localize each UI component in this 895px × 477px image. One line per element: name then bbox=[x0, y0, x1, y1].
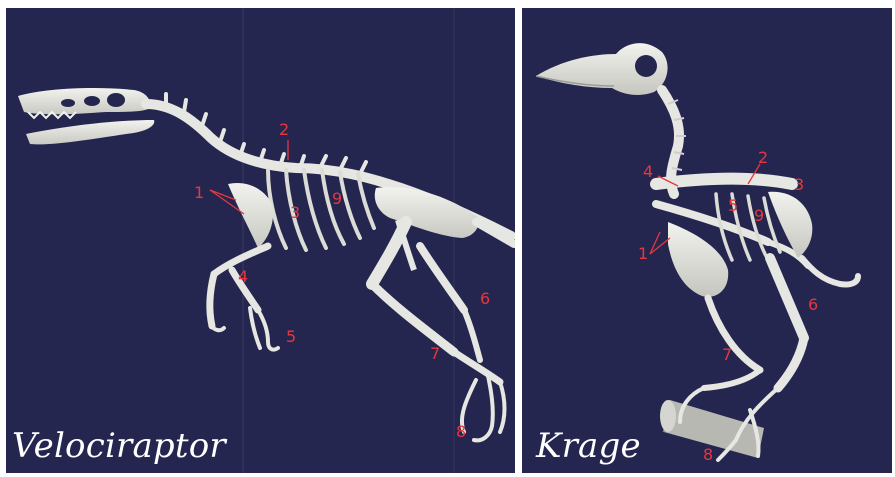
velociraptor-ribs bbox=[268, 170, 374, 250]
velociraptor-hand-claws bbox=[212, 308, 278, 350]
krage-label-9: 9 bbox=[754, 208, 764, 224]
velociraptor-label-8: 8 bbox=[456, 424, 466, 440]
velociraptor-label-2: 2 bbox=[279, 122, 289, 138]
krage-skull bbox=[536, 43, 668, 95]
velociraptor-label-9: 9 bbox=[332, 191, 342, 207]
velociraptor-skull bbox=[18, 88, 154, 144]
krage-tail bbox=[802, 258, 858, 285]
krage-sternum bbox=[668, 222, 728, 297]
velociraptor-label-6: 6 bbox=[480, 291, 490, 307]
krage-skeleton bbox=[522, 8, 892, 473]
velociraptor-pelvis bbox=[375, 187, 479, 238]
krage-label-6: 6 bbox=[808, 297, 818, 313]
velociraptor-label-4: 4 bbox=[238, 269, 248, 285]
krage-label-1: 1 bbox=[638, 246, 648, 262]
krage-shoulder-girdle bbox=[656, 179, 792, 184]
krage-label-3: 3 bbox=[794, 177, 804, 193]
velociraptor-label-7: 7 bbox=[430, 346, 440, 362]
velociraptor-label-5: 5 bbox=[286, 329, 296, 345]
velociraptor-foot-claws bbox=[462, 376, 505, 440]
krage-label-5: 5 bbox=[728, 198, 738, 214]
krage-label-8: 8 bbox=[703, 447, 713, 463]
velociraptor-caption: Velociraptor bbox=[12, 429, 226, 463]
krage-label-7: 7 bbox=[722, 347, 732, 363]
velociraptor-label-3: 3 bbox=[290, 205, 300, 221]
velociraptor-panel: 1 2 3 4 5 6 7 8 9 Velociraptor bbox=[6, 8, 515, 473]
krage-label-2: 2 bbox=[758, 150, 768, 166]
krage-label-4: 4 bbox=[643, 164, 653, 180]
krage-panel: 1 2 3 4 5 6 7 8 9 Krage bbox=[522, 8, 892, 473]
velociraptor-skeleton bbox=[6, 8, 515, 473]
velociraptor-scapula bbox=[228, 183, 273, 248]
krage-caption: Krage bbox=[536, 429, 641, 463]
velociraptor-label-1: 1 bbox=[194, 185, 204, 201]
